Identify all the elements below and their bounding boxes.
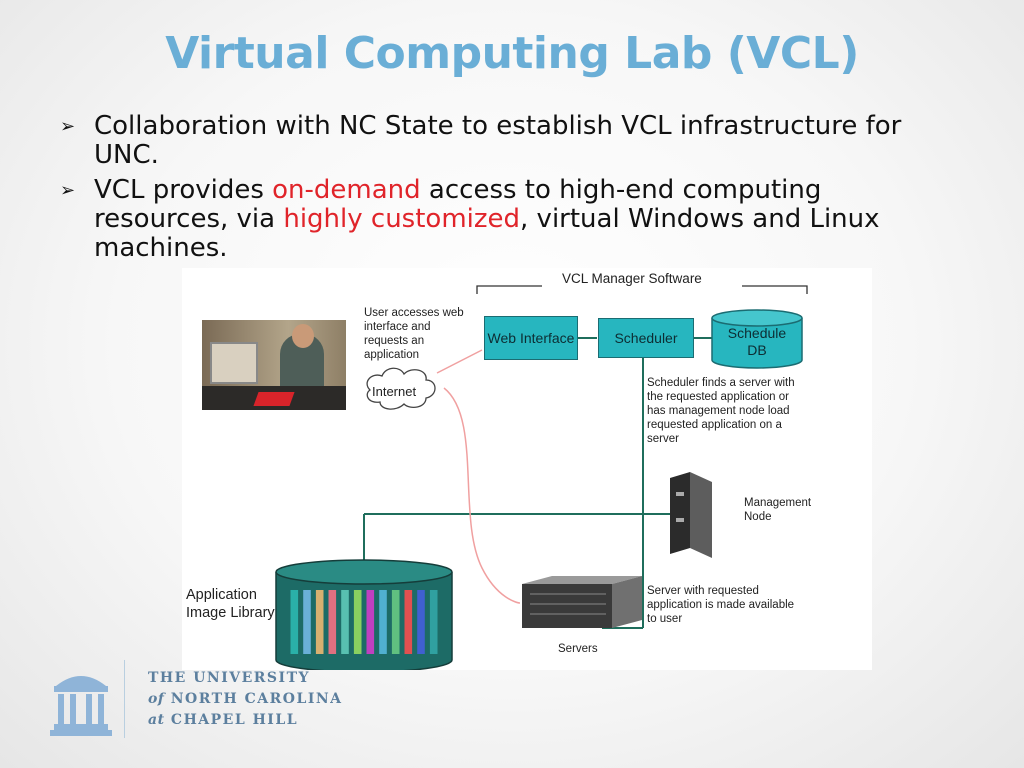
bullet-text-part2: access to high-end computing resources, … [94,175,822,234]
unc-line-2: of NORTH CAROLINA [148,691,343,707]
manager-software-label: VCL Manager Software [562,271,702,286]
schedule-db-cylinder [711,318,803,369]
scheduler-note: Scheduler finds a server with the reques… [647,377,795,445]
unc-line-1: THE UNIVERSITY [148,670,310,686]
internet-to-servers-link [443,387,521,604]
library-stripe [315,590,324,654]
footer-divider [124,660,125,738]
user-photo [202,320,346,410]
bullet-item-vcl-provides: ➢ VCL provides on-demand access to high-… [60,176,960,263]
unc-line-3: at CHAPEL HILL [148,712,299,728]
library-stripe [417,590,425,654]
library-stripe [353,590,362,654]
library-stripe [303,590,311,654]
user-access-note: User accesses web interface and requests… [364,307,464,361]
library-stripes [290,590,438,654]
library-stripe [404,590,413,654]
bullet-arrow-icon: ➢ [60,116,76,137]
diagram-lines [275,285,808,670]
library-stripe [429,590,438,654]
connector-internet-web [436,349,483,374]
management-node-label: Management Node [744,497,812,523]
application-library-label: Application Image Library [186,587,275,621]
schedule-db-label: Schedule DB [727,325,787,358]
old-well-logo-icon [50,676,112,736]
library-stripe [328,590,337,654]
library-stripe [290,590,299,654]
bullet-text-part3: , virtual Windows and Linux machines. [94,204,880,263]
internet-label: Internet [372,384,417,399]
library-stripe [391,590,400,654]
bullet-item-collaboration: ➢ Collaboration with NC State to establi… [60,112,960,170]
application-library-cylinder [275,559,453,670]
slide-title: Virtual Computing Lab (VCL) [165,28,859,79]
scheduler-box: Scheduler [598,318,694,358]
management-node-device [670,472,712,558]
manager-bracket [476,285,808,294]
library-stripe [379,590,387,654]
servers-rack [522,576,642,628]
vcl-architecture-diagram: VCL Manager Software User accesses web i… [182,268,872,670]
web-interface-box: Web Interface [484,316,578,360]
server-note: Server with requested application is mad… [647,585,795,625]
internet-cloud [366,367,436,410]
bullet-arrow-icon: ➢ [60,180,76,201]
highlight-on-demand: on-demand [272,175,421,205]
servers-label: Servers [558,643,598,655]
library-stripe [366,590,375,654]
bullet-text-part1: VCL provides [94,175,273,205]
bullet-text: Collaboration with NC State to establish… [94,111,902,170]
library-stripe [341,590,349,654]
highlight-highly-customized: highly customized [283,204,521,234]
bullet-list: ➢ Collaboration with NC State to establi… [60,112,960,269]
